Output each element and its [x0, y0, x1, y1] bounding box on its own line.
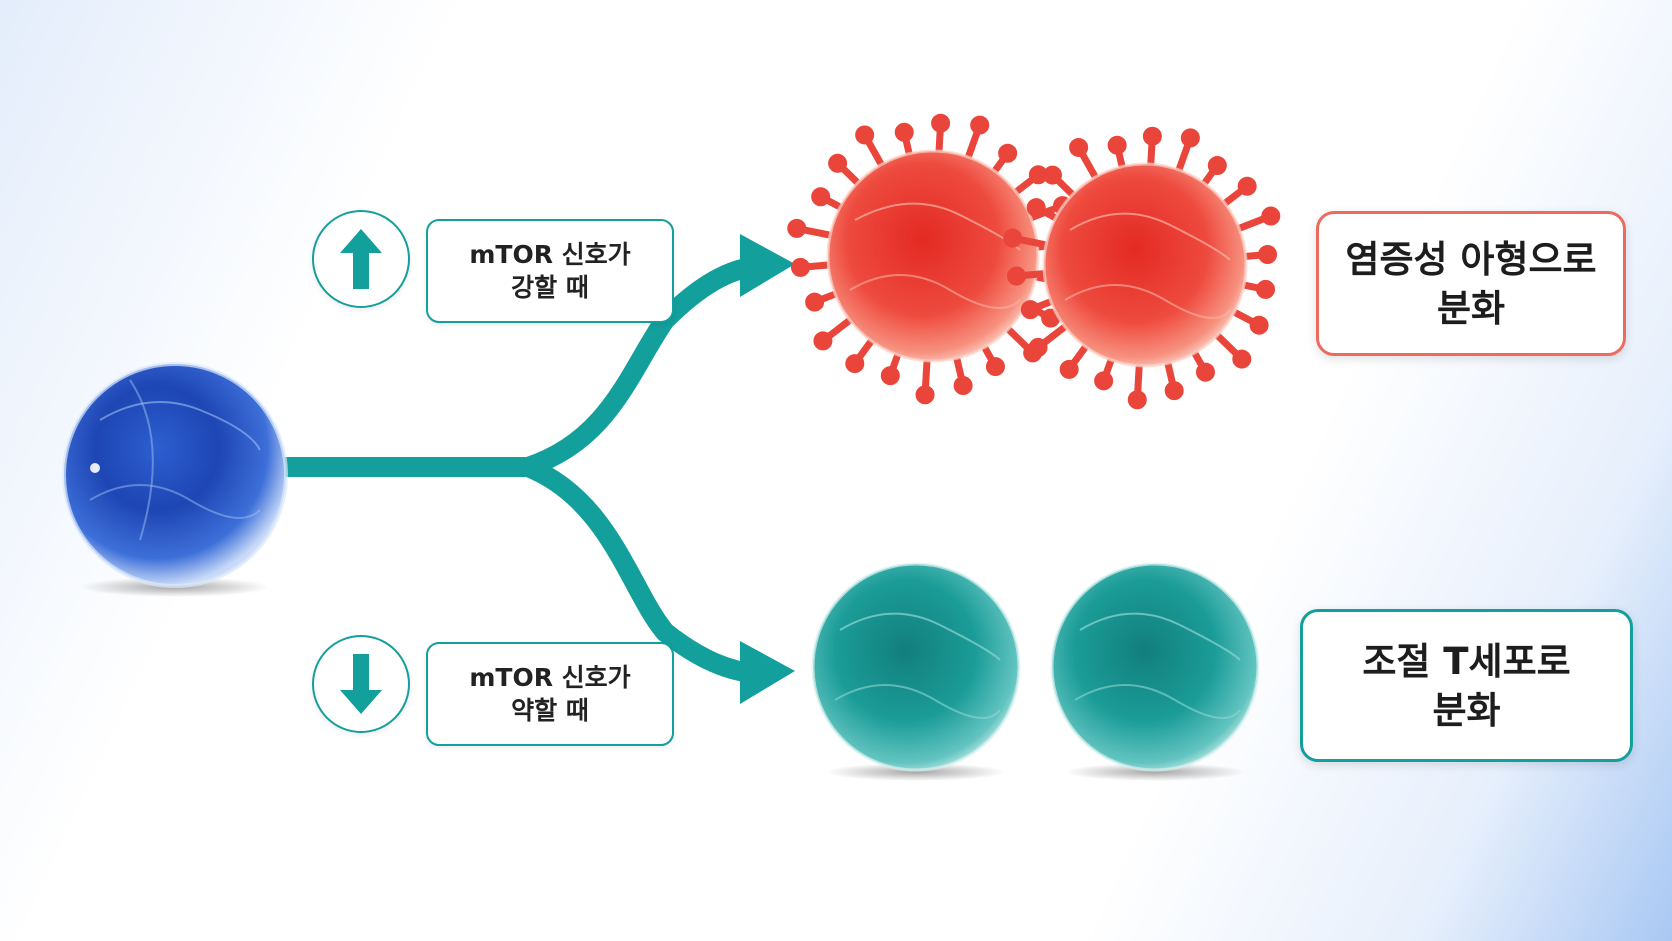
result-inflammatory-line1: 염증성 아형으로 — [1345, 237, 1597, 281]
arrow-up-icon — [340, 229, 382, 289]
cell-spike-tip — [1207, 155, 1227, 175]
condition-box-weak: mTOR 신호가 약할 때 — [426, 642, 674, 746]
cell-spike-tip — [811, 187, 831, 207]
cell-spike-tip — [1258, 244, 1278, 264]
cell-spike-tip — [1028, 337, 1048, 357]
result-box-inflammatory: 염증성 아형으로 분화 — [1316, 211, 1626, 356]
inflammatory-cell-2 — [1003, 126, 1281, 410]
cell-spike-tip — [1020, 300, 1040, 320]
cell-spike-tip — [931, 113, 951, 133]
cell-spike-tip — [855, 125, 875, 145]
upper-arrowhead — [740, 234, 795, 297]
lower-branch-line — [518, 457, 770, 684]
cell-spike-tip — [828, 153, 848, 173]
arrow-down-icon — [340, 654, 382, 714]
cell-spike-tip — [1041, 308, 1061, 328]
cell-spike-tip — [805, 292, 825, 312]
cell-spike-tip — [1026, 198, 1046, 218]
cell-spike-tip — [1059, 359, 1079, 379]
cell-spike-tip — [1164, 381, 1184, 401]
cell-spike-tip — [845, 354, 865, 374]
cell-spike-tip — [1069, 137, 1089, 157]
cell-spike-tip — [1232, 349, 1252, 369]
cell-spike-tip — [1237, 176, 1257, 196]
upper-branch-line — [518, 256, 770, 477]
lower-arrowhead — [740, 641, 795, 704]
cell-spike-tip — [790, 257, 810, 277]
cell-spike-tip — [953, 376, 973, 396]
cell-spike-tip — [1006, 266, 1026, 286]
result-inflammatory-line2: 분화 — [1436, 286, 1506, 330]
cell-spike-tip — [1195, 362, 1215, 382]
regulatory-cell-1 — [811, 562, 1021, 781]
cell-spike-tip — [1094, 371, 1114, 391]
cell-spike-tip — [985, 357, 1005, 377]
cell-spike-tip — [1180, 128, 1200, 148]
cell-spike-tip — [998, 143, 1018, 163]
cell-spike-tip — [894, 122, 914, 142]
result-regulatory-line1: 조절 T세포로 — [1362, 639, 1571, 683]
cell-spike-tip — [1003, 228, 1023, 248]
cell-spike-tip — [813, 331, 833, 351]
down-arrow-badge — [312, 635, 410, 733]
up-arrow-badge — [312, 210, 410, 308]
regulatory-cell-2 — [1050, 562, 1260, 781]
condition-weak-line1: mTOR 신호가 — [469, 663, 631, 692]
cell-spike-tip — [1107, 135, 1127, 155]
cell-spike-tip — [1142, 126, 1162, 146]
cell-spike-tip — [915, 385, 935, 405]
branch-connector — [282, 234, 795, 704]
cell-spike-tip — [1042, 165, 1062, 185]
cell-spike-tip — [880, 366, 900, 386]
cell-spike-tip — [1127, 390, 1147, 410]
condition-box-strong: mTOR 신호가 강할 때 — [426, 219, 674, 323]
condition-strong-line1: mTOR 신호가 — [469, 240, 631, 269]
inflammatory-cell-1 — [787, 113, 1073, 405]
cell-spike-tip — [1261, 206, 1281, 226]
cell-spike-tip — [1028, 165, 1048, 185]
cell-spike-tip — [787, 218, 807, 238]
result-regulatory-line2: 분화 — [1432, 688, 1501, 732]
condition-weak-line2: 약할 때 — [511, 696, 589, 725]
condition-strong-line2: 강할 때 — [511, 273, 589, 302]
cell-spike-tip — [970, 115, 990, 135]
cell-spike-tip — [1249, 315, 1269, 335]
result-box-regulatory: 조절 T세포로 분화 — [1300, 609, 1633, 762]
cell-spike-tip — [1256, 279, 1276, 299]
source-cell — [62, 362, 288, 597]
